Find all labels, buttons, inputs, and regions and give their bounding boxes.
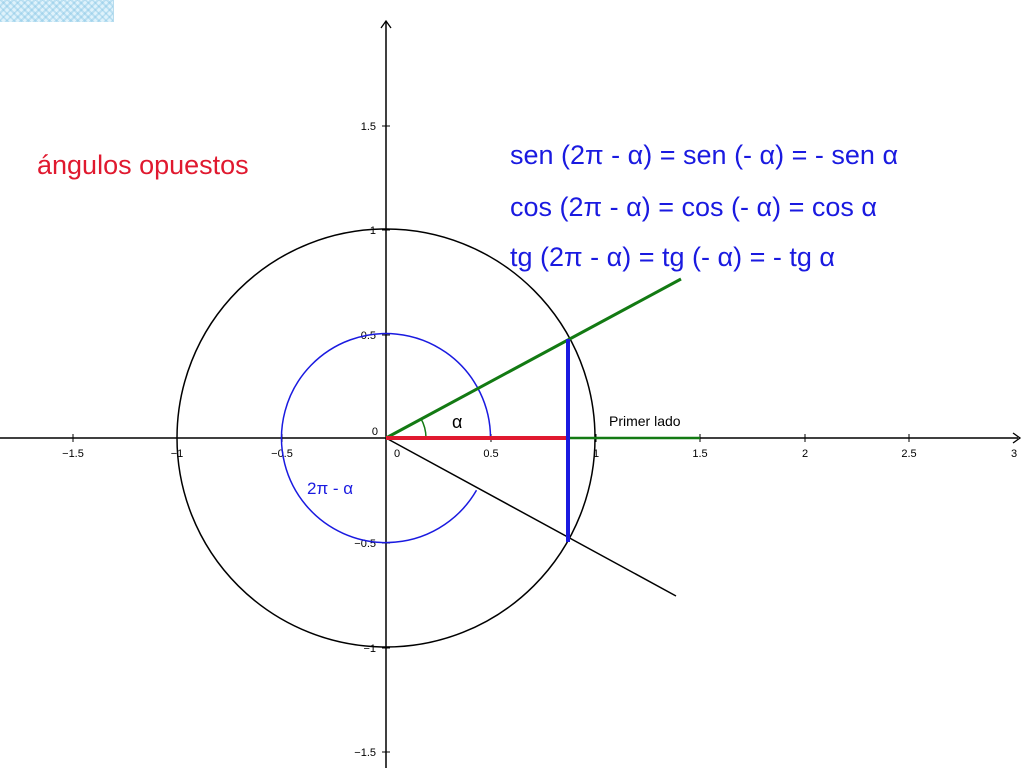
terminal-side-line (385, 277, 682, 440)
alpha-label: α (452, 412, 462, 432)
x-tick-label: −1.5 (62, 448, 84, 460)
x-tick-label: 2 (802, 448, 808, 460)
reflected-side-line (385, 437, 677, 597)
sine-identity: sen (2π - α) = sen (- α) = - sen α (510, 140, 899, 170)
primer-lado-label: Primer lado (609, 413, 681, 429)
two-pi-minus-alpha-label: 2π - α (307, 479, 353, 498)
y-tick-label: −1 (363, 643, 376, 655)
tangent-identity: tg (2π - α) = tg (- α) = - tg α (510, 242, 836, 272)
y-tick-label: 1 (370, 225, 376, 237)
x-tick-label: 1 (593, 448, 599, 460)
inner-arc-2pi-minus-alpha (280, 332, 492, 544)
page-title: ángulos opuestos (37, 150, 249, 180)
x-tick-label: 3 (1011, 448, 1017, 460)
x-tick-label: 0.5 (483, 448, 498, 460)
x-tick-label: 1.5 (692, 448, 707, 460)
y-tick-label: 1.5 (361, 121, 376, 133)
corner-decoration (0, 0, 114, 22)
y-tick-label: 0 (372, 426, 378, 438)
x-axis-arrow (1012, 432, 1022, 444)
x-tick-label: 2.5 (901, 448, 916, 460)
y-tick-label: 0.5 (361, 330, 376, 342)
alpha-arc (419, 417, 427, 439)
y-axis-arrow (380, 19, 392, 29)
y-tick-label: −1.5 (354, 747, 376, 759)
x-tick-label: 0 (394, 448, 400, 460)
cosine-identity: cos (2π - α) = cos (- α) = cos α (510, 192, 878, 222)
